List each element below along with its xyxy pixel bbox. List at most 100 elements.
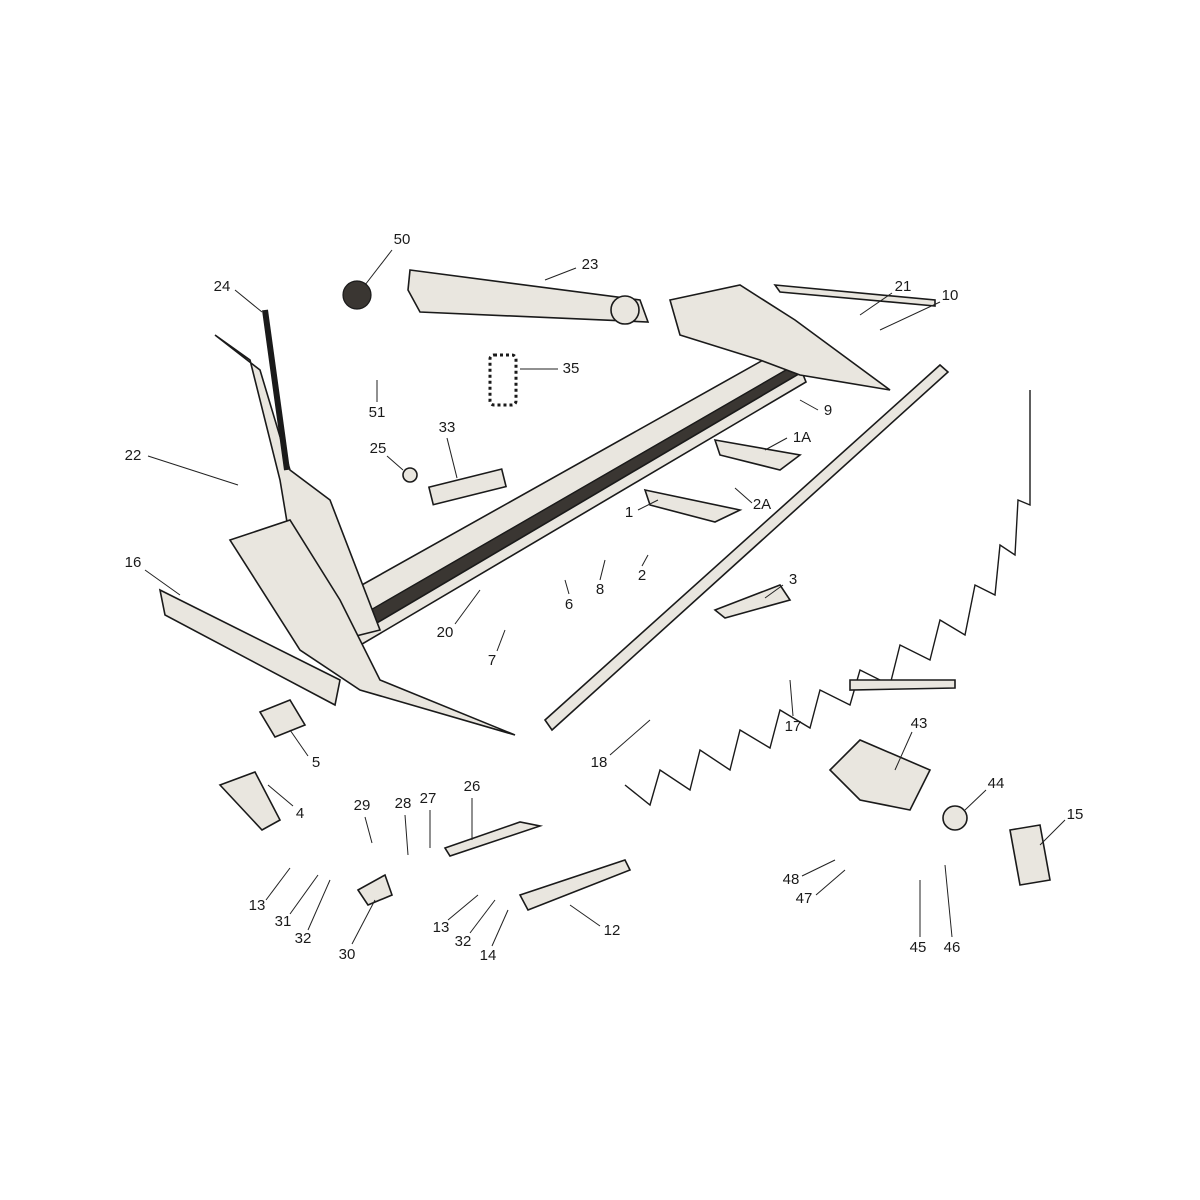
label-24: 24 [214,278,231,295]
leader-line-15 [1039,819,1066,846]
leader-line-13a [265,867,291,901]
label-2A: 2A [753,496,771,513]
label-7: 7 [488,652,496,669]
guard-3 [713,584,792,619]
leader-line-7 [496,629,506,652]
leader-line-10 [879,301,941,331]
label-13a: 13 [249,897,266,914]
leader-line-29 [364,816,373,844]
label-44: 44 [988,775,1005,792]
label-20: 20 [437,624,454,641]
label-29: 29 [354,797,371,814]
label-5: 5 [312,754,320,771]
leader-line-46 [944,864,953,938]
label-50: 50 [394,231,411,248]
label-33: 33 [439,419,456,436]
label-51: 51 [369,404,386,421]
leader-line-33 [446,437,458,479]
label-16: 16 [125,554,142,571]
leader-line-16 [144,569,181,596]
leader-lines [144,249,1066,947]
leader-line-4 [267,784,294,807]
track-board [773,284,936,307]
crank-bar [849,679,956,691]
label-43: 43 [911,715,928,732]
label-2: 2 [638,567,646,584]
leader-line-8 [599,559,606,581]
label-26: 26 [464,778,481,795]
leader-line-20 [454,589,481,625]
label-25: 25 [370,440,387,457]
pitman-arm [407,269,650,323]
leader-line-5 [289,729,309,757]
leader-line-17 [789,679,794,717]
leader-line-1A [764,437,788,451]
guard-1 [643,488,743,523]
label-45: 45 [910,939,927,956]
label-13b: 13 [433,919,450,936]
leader-line-24 [234,289,263,313]
leader-line-32b [469,899,496,934]
leader-line-31 [289,874,319,915]
leader-line-50 [364,249,393,286]
grass-board [158,588,341,707]
leader-line-28 [404,814,409,856]
leader-line-12 [569,904,601,927]
lifting-rod [262,309,290,471]
bushing [402,467,418,483]
label-9: 9 [824,402,832,419]
bracket-4 [218,771,282,832]
rod-12 [518,859,632,912]
knife-sections [624,390,1031,807]
leader-line-48 [801,859,836,877]
label-27: 27 [420,790,437,807]
leader-line-30 [351,899,376,945]
label-8: 8 [596,581,604,598]
label-32b: 32 [455,933,472,950]
label-23: 23 [582,256,599,273]
label-15: 15 [1067,806,1084,823]
label-48: 48 [783,871,800,888]
label-31: 31 [275,913,292,930]
cutter-bar [333,343,807,652]
leader-line-32a [307,879,331,931]
guard-1a [713,438,802,471]
pitman-bearing [610,295,640,325]
leader-line-23 [544,267,577,281]
leader-line-21 [859,292,893,316]
leader-line-1 [637,499,659,511]
yoke [356,873,394,906]
guide [828,739,932,811]
label-47: 47 [796,890,813,907]
clamp [1009,824,1051,886]
spring [488,353,518,407]
label-21: 21 [895,278,912,295]
plate-5 [258,699,307,738]
bearing [942,805,968,831]
label-46: 46 [944,939,961,956]
leader-line-6 [564,579,570,595]
leader-line-43 [894,731,913,771]
leader-line-9 [799,399,819,411]
outer-shoe [668,284,891,391]
knob [342,280,372,310]
label-3: 3 [789,571,797,588]
wearing-plate [427,468,508,506]
label-28: 28 [395,795,412,812]
label-30: 30 [339,946,356,963]
leader-line-18 [609,719,651,756]
label-14: 14 [480,947,497,964]
leader-line-3 [764,584,784,599]
inner-shoe-frame [214,334,382,641]
leader-line-2A [734,487,753,504]
label-22: 22 [125,447,142,464]
leader-line-44 [964,789,987,811]
rod-26 [443,821,544,857]
knife-back [543,363,950,732]
label-1: 1 [625,504,633,521]
label-1A: 1A [793,429,811,446]
label-12: 12 [604,922,621,939]
